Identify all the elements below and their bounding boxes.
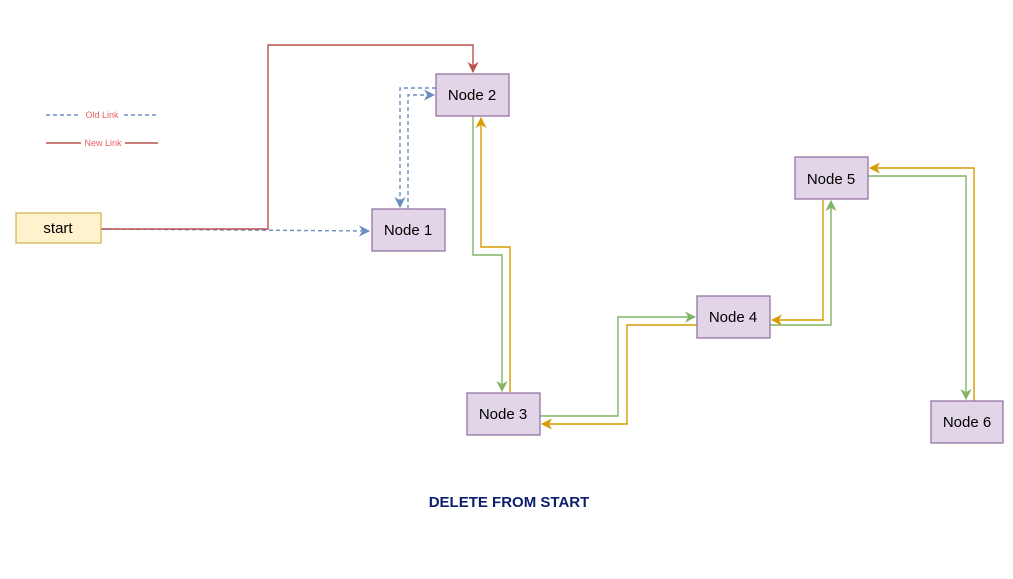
node-5-label: Node 5	[807, 171, 855, 188]
node-3-label: Node 3	[479, 406, 527, 423]
node-6[interactable]: Node 6	[930, 400, 1004, 444]
legend-old-link-label: Old Link	[85, 110, 119, 120]
edge-node6-to-node5-prev	[868, 162, 975, 401]
node-1[interactable]: Node 1	[371, 208, 446, 252]
node-2-label: Node 2	[448, 87, 496, 104]
start-node-label: start	[43, 220, 73, 237]
node-4-label: Node 4	[709, 309, 757, 326]
edge-node4-to-node3-prev	[540, 324, 697, 430]
edge-node5-to-node6-next	[868, 175, 972, 401]
node-6-label: Node 6	[943, 414, 991, 431]
node-3[interactable]: Node 3	[466, 392, 541, 436]
edge-node3-to-node4-next	[540, 311, 697, 417]
edge-start-to-node2-new	[101, 44, 479, 230]
edge-node3-to-node2-prev	[475, 116, 511, 392]
node-2[interactable]: Node 2	[435, 73, 510, 117]
diagram-title: DELETE FROM START	[429, 494, 590, 511]
edge-node2-to-node3-next	[472, 116, 508, 393]
edge-node2-to-node1-old	[394, 87, 436, 209]
legend-new-link-label: New Link	[84, 138, 122, 148]
node-4[interactable]: Node 4	[696, 295, 771, 339]
edge-node4-to-node5-next	[770, 199, 837, 326]
edge-node1-to-node2-old	[407, 89, 436, 209]
start-node[interactable]: start	[15, 212, 102, 244]
node-1-label: Node 1	[384, 222, 432, 239]
legend: Old Link New Link	[46, 110, 158, 148]
node-5[interactable]: Node 5	[794, 156, 869, 200]
edge-node5-to-node4-prev	[770, 200, 824, 326]
